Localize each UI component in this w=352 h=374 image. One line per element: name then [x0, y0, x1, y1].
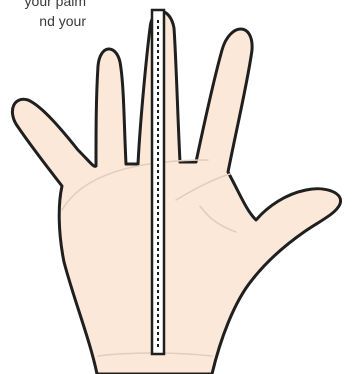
hand-outline [12, 12, 340, 374]
measuring-tape [152, 10, 164, 354]
